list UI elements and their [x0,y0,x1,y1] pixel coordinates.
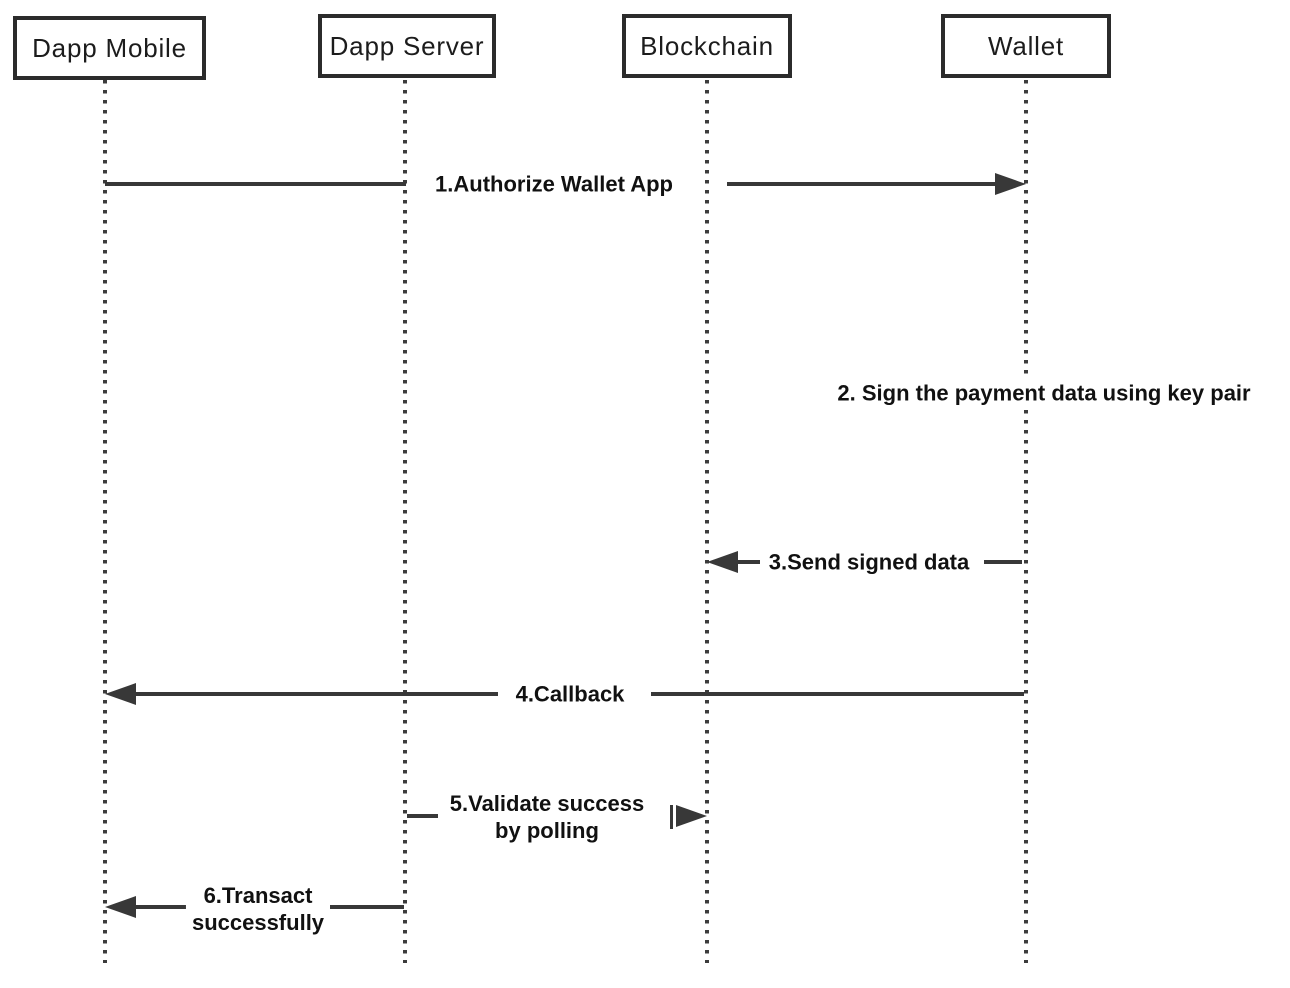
message-1-arrowhead [995,173,1026,195]
message-5-label-line1: 5.Validate success [449,791,645,816]
message-4-line-right [651,692,1024,696]
message-4-line-left [136,692,498,696]
lifeline-blockchain [705,80,709,963]
message-3-arrowhead [707,551,738,573]
actor-label: Wallet [987,30,1065,61]
message-1-line-right [727,182,997,186]
lifeline-dapp-mobile [103,80,107,963]
message-6-line-right [330,905,404,909]
message-6-label-line1: 6.Transact [203,883,313,908]
actor-wallet: Wallet [941,14,1111,78]
message-1-line-left [105,182,406,186]
message-6-label: 6.Transact successfully [185,880,331,938]
actor-label: Dapp Mobile [32,32,187,63]
lifeline-wallet [1024,80,1028,963]
actor-dapp-server: Dapp Server [318,14,496,78]
message-5-label: 5.Validate success by polling [443,788,651,846]
message-3-line-right [984,560,1022,564]
message-5-arrowhead [676,805,707,827]
message-5-tick [670,805,673,829]
message-5-line-left [407,814,438,818]
actor-dapp-mobile: Dapp Mobile [13,16,206,80]
message-2-label: 2. Sign the payment data using key pair [831,377,1257,409]
message-3-label: 3.Send signed data [762,546,976,578]
message-5-label-line2: by polling [495,818,599,843]
message-4-arrowhead [105,683,136,705]
message-3-line-left [738,560,760,564]
actor-blockchain: Blockchain [622,14,792,78]
message-4-label: 4.Callback [509,678,631,710]
lifeline-dapp-server [403,80,407,963]
actor-label: Dapp Server [329,30,485,61]
actor-label: Blockchain [640,30,774,61]
message-6-line-left [136,905,191,909]
message-6-arrowhead [105,896,136,918]
message-6-label-line2: successfully [191,910,325,935]
message-1-label: 1.Authorize Wallet App [429,168,679,200]
